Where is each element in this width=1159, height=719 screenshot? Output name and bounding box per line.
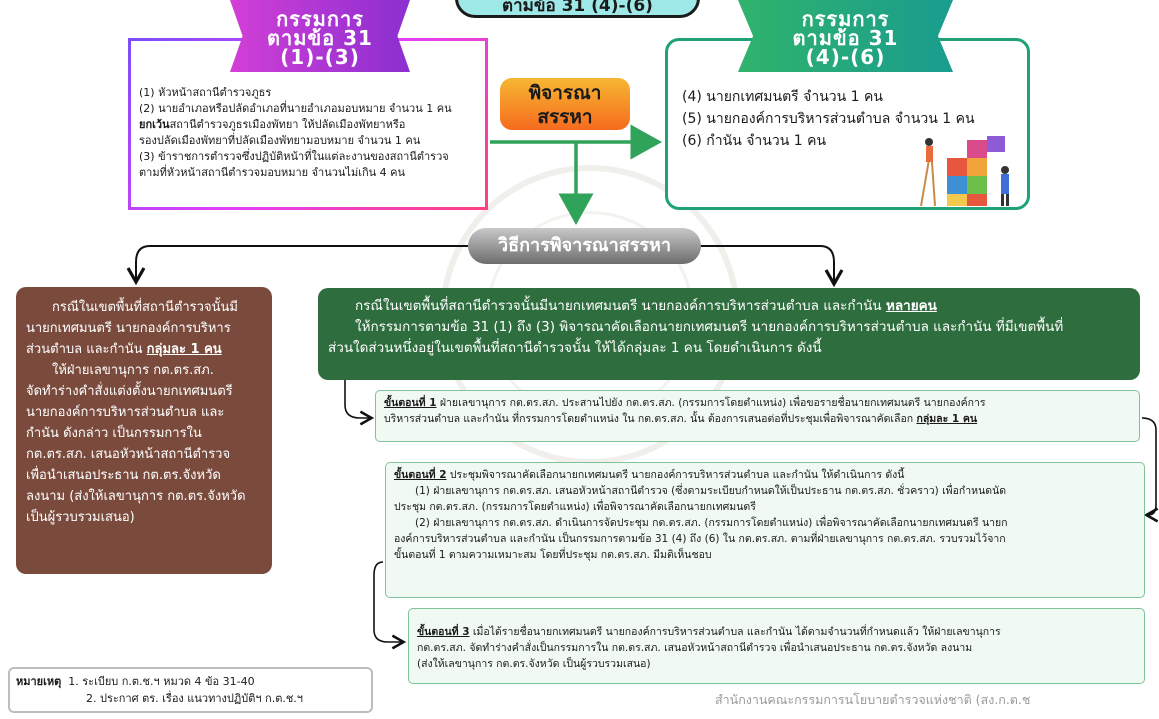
case-line-2: ให้กรรมการตามข้อ 31 (1) ถึง (3) พิจารณาค… (355, 319, 1064, 335)
case-text: กรณีในเขตพื้นที่สถานีตำรวจนั้นมี (52, 300, 238, 315)
many-people-label: หลายคน (885, 298, 937, 314)
ribbon-line: (4)-(6) (805, 45, 886, 69)
item-2: (2) นายอำเภอหรือปลัดอำเภอที่นายอำเภอมอบห… (139, 102, 452, 115)
case-text: ลงนาม (ส่งให้เลขานุการ กต.ตร.จังหวัด (26, 489, 246, 504)
case-text: ส่วนตำบล และกำนัน กลุ่มละ 1 คน (26, 342, 222, 357)
step-1-box: ขั้นตอนที่ 1 ฝ่ายเลขานุการ กต.ตร.สภ. ประ… (375, 390, 1140, 442)
remarks-label: หมายเหตุ (16, 675, 62, 688)
case-text: เพื่อนำเสนอประธาน กต.ตร.จังหวัด (26, 468, 221, 483)
single-candidate-case-box: กรณีในเขตพื้นที่สถานีตำรวจนั้นมี นายกเทศ… (16, 287, 272, 574)
step-2-line: ประชุม กต.ตร.สภ. (กรรมการโดยตำแหน่ง) เพื… (394, 501, 756, 513)
step-2-line: ขั้นตอนที่ 1 ตามความเหมาะสม โดยที่ประชุม… (394, 549, 712, 561)
item-4: (4) นายกเทศมนตรี จำนวน 1 คน (682, 89, 883, 105)
step-3-line: กต.ตร.สภ. จัดทำร่างคำสั่งเป็นกรรมการใน ก… (417, 642, 973, 654)
exception-text: สถานีตำรวจภูธรเมืองพัทยา ให้ปลัดเมืองพัท… (169, 118, 406, 131)
case-line-3: ส่วนใดส่วนหนึ่งอยู่ในเขตพื้นที่สถานีตำรว… (328, 340, 822, 356)
case-text: กต.ตร.สภ. เสนอหัวหน้าสถานีตำรวจ (26, 447, 231, 462)
step-2-line: องค์การบริหารส่วนตำบล และกำนัน เป็นกรรมก… (394, 533, 1006, 545)
committee-1-3-ribbon: กรรมการ ตามข้อ 31 (1)-(3) (230, 0, 410, 72)
case-text: กำนัน ดังกล่าว เป็นกรรมการใน (26, 426, 202, 441)
case-line-1: กรณีในเขตพื้นที่สถานีตำรวจนั้นมีนายกเทศม… (355, 298, 937, 314)
footer-agency: สำนักงานคณะกรรมการนโยบายตำรวจแห่งชาติ (ส… (715, 692, 1031, 707)
step-2-box: ขั้นตอนที่ 2 ประชุมพิจารณาคัดเลือกนายกเท… (385, 462, 1145, 598)
step-3-label: ขั้นตอนที่ 3 (417, 626, 470, 638)
step-3-box: ขั้นตอนที่ 3 เมื่อได้รายชื่อนายกเทศมนตรี… (408, 608, 1145, 684)
remarks-box: หมายเหตุ 1. ระเบียบ ก.ต.ช.ฯ หมวด 4 ข้อ 3… (8, 667, 373, 713)
item-5: (5) นายกองค์การบริหารส่วนตำบล จำนวน 1 คน (682, 111, 975, 127)
case-text: นายกองค์การบริหารส่วนตำบล และ (26, 405, 225, 420)
to-step1 (344, 380, 375, 426)
consider-recruit-badge: พิจารณา สรรหา (500, 78, 630, 130)
step1-to-step2 (1141, 417, 1159, 523)
item-2-continued: รองปลัดเมืองพัทยาที่ปลัดเมืองพัทยามอบหมา… (139, 134, 421, 147)
step-1-label: ขั้นตอนที่ 1 (384, 397, 437, 409)
ribbon-line: กรรมการ (276, 7, 364, 31)
branch-right (700, 245, 844, 288)
step-2-line: (2) ฝ่ายเลขานุการ กต.ตร.สภ. ดำเนินการจัด… (415, 517, 1008, 529)
ribbon-line: กรรมการ (801, 7, 890, 31)
step-2-label: ขั้นตอนที่ 2 (394, 469, 447, 481)
remark-line: หมายเหตุ 1. ระเบียบ ก.ต.ช.ฯ หมวด 4 ข้อ 3… (16, 675, 255, 688)
step-2-line: (1) ฝ่ายเลขานุการ กต.ตร.สภ. เสนอหัวหน้าส… (415, 485, 1007, 497)
multiple-candidate-case-box: กรณีในเขตพื้นที่สถานีตำรวจนั้นมีนายกเทศม… (318, 288, 1140, 380)
exception-label: ยกเว้น (139, 118, 170, 131)
branch-left (126, 245, 470, 286)
method-pill: วิธีการพิจารณาสรรหา (468, 228, 701, 264)
ribbon-line: (1)-(3) (280, 45, 360, 69)
step-1-line: บริหารส่วนตำบล และกำนัน ที่กรรมการโดยตำแ… (384, 413, 978, 425)
item-3: (3) ข้าราชการตำรวจซึ่งปฏิบัติหน้าที่ในแต… (139, 150, 449, 163)
case-text: จัดทำร่างคำสั่งแต่งตั้งนายกเทศมนตรี (26, 384, 233, 399)
badge-line: พิจารณา (528, 82, 602, 104)
one-per-group-label: กลุ่มละ 1 คน (916, 413, 978, 425)
case-text: นายกเทศมนตรี นายกองค์การบริหาร (26, 321, 231, 336)
step-3-line: ขั้นตอนที่ 3 เมื่อได้รายชื่อนายกเทศมนตรี… (417, 626, 1001, 638)
puzzle-people-illustration (920, 136, 1009, 207)
case-text: เป็นผู้รวบรวมเสนอ) (26, 510, 135, 525)
ribbon-line: ตามข้อ 31 (267, 26, 373, 50)
one-per-group-label: กลุ่มละ 1 คน (146, 342, 222, 357)
top-heading-pill: ตามข้อ 31 (4)-(6) (455, 0, 700, 18)
step-3-line: (ส่งให้เลขานุการ กต.ตร.จังหวัด เป็นผู้รว… (417, 658, 651, 670)
ribbon-line: ตามข้อ 31 (792, 26, 899, 50)
item-3-continued: ตามที่หัวหน้าสถานีตำรวจมอบหมาย จำนวนไม่เ… (139, 166, 406, 179)
committee-4-6-ribbon: กรรมการ ตามข้อ 31 (4)-(6) (738, 0, 953, 72)
case-text: ให้ฝ่ายเลขานุการ กต.ตร.สภ. (52, 363, 214, 378)
remark-line: 2. ประกาศ ตร. เรื่อง แนวทางปฏิบัติฯ ก.ต.… (86, 692, 303, 705)
item-1: (1) หัวหน้าสถานีตำรวจภูธร (139, 86, 272, 99)
step-2-line: ขั้นตอนที่ 2 ประชุมพิจารณาคัดเลือกนายกเท… (394, 469, 905, 481)
step-1-line: ขั้นตอนที่ 1 ฝ่ายเลขานุการ กต.ตร.สภ. ประ… (384, 397, 986, 409)
step2-to-step3 (373, 561, 407, 650)
item-6: (6) กำนัน จำนวน 1 คน (682, 133, 827, 149)
badge-line: สรรหา (537, 106, 593, 128)
item-2-exception: ยกเว้นสถานีตำรวจภูธรเมืองพัทยา ให้ปลัดเม… (139, 117, 475, 133)
